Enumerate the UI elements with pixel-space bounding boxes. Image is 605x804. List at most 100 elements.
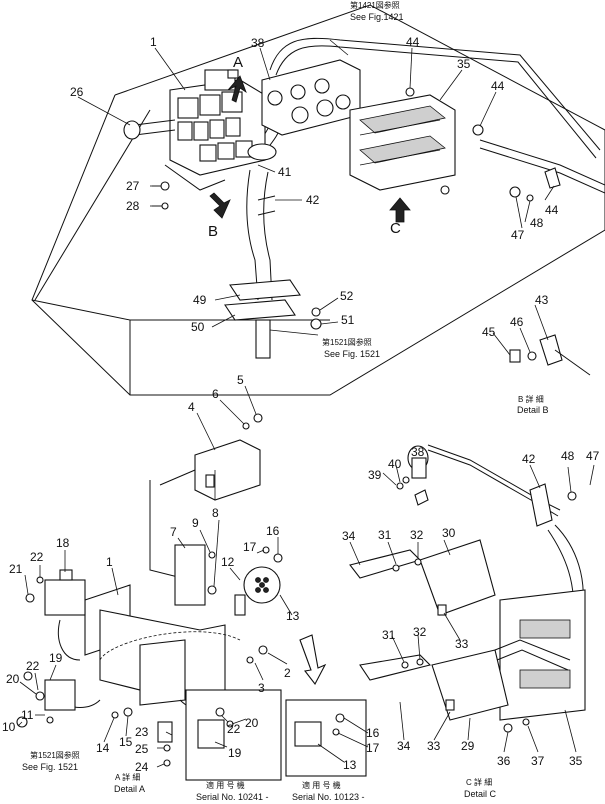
ref-fig1521-top-en: See Fig. 1521 <box>324 349 380 359</box>
callout-38: 38 <box>251 36 265 50</box>
serial-inset-2 <box>285 699 367 777</box>
callout-43: 43 <box>535 293 549 307</box>
callout-51: 51 <box>341 313 355 327</box>
callout-14: 14 <box>96 741 110 755</box>
callout-41: 41 <box>278 165 292 179</box>
callout-9: 9 <box>192 516 199 530</box>
detail-c-parts <box>349 444 586 733</box>
callout-2: 2 <box>284 666 291 680</box>
serial-2-en: Serial No. 10123 - <box>292 792 365 802</box>
callout-29: 29 <box>461 739 475 753</box>
ref-fig1521-left-en: See Fig. 1521 <box>22 762 78 772</box>
detail-c-en: Detail C <box>464 789 497 799</box>
callout-40: 40 <box>388 457 402 471</box>
callout-22: 22 <box>26 659 40 673</box>
callout-47: 47 <box>586 449 600 463</box>
relay-18 <box>25 569 86 616</box>
callout-38: 38 <box>411 445 425 459</box>
callout-37: 37 <box>531 754 545 768</box>
connector-23 <box>157 721 173 767</box>
hollow-arrow <box>299 634 327 686</box>
callout-24: 24 <box>135 760 149 774</box>
callout-4: 4 <box>188 400 195 414</box>
callout-25: 25 <box>135 742 149 756</box>
callout-11: 11 <box>21 708 34 722</box>
callout-27: 27 <box>126 179 140 193</box>
callout-42: 42 <box>306 193 320 207</box>
callout-19: 19 <box>49 651 63 665</box>
ref-fig1521-left-jp: 第1521図参照 <box>30 750 80 760</box>
bolts-14-15 <box>111 707 133 719</box>
cab-outline <box>31 4 605 396</box>
clamps-44 <box>405 87 561 202</box>
callout-33: 33 <box>455 637 469 651</box>
relay-block <box>123 69 266 191</box>
connector-block-35 <box>349 94 456 195</box>
bolts-51-52 <box>310 307 322 330</box>
callout-10: 10 <box>2 720 16 734</box>
relay-unit-38 <box>261 59 361 136</box>
detail-b-jp: B 詳 細 <box>518 394 544 404</box>
callout-18: 18 <box>56 536 70 550</box>
callout-34: 34 <box>397 739 411 753</box>
view-label-b: B <box>208 223 218 240</box>
detail-c-jp: C 詳 細 <box>466 777 492 787</box>
callout-48: 48 <box>561 449 575 463</box>
view-arrows <box>209 75 411 223</box>
detail-a-jp: A 詳 細 <box>115 772 140 782</box>
callout-33: 33 <box>427 739 441 753</box>
callout-22: 22 <box>227 722 241 736</box>
callout-12: 12 <box>221 555 235 569</box>
serial-1-jp: 適 用 号 機 <box>206 780 245 790</box>
callout-21: 21 <box>9 562 23 576</box>
callout-numbers: 1 26 38 44 35 44 27 28 41 42 44 48 47 49… <box>2 35 600 774</box>
callout-52: 52 <box>340 289 354 303</box>
ref-fig1421-jp: 第1421図参照 <box>350 0 400 10</box>
callout-32: 32 <box>410 528 424 542</box>
callout-13: 13 <box>343 758 357 772</box>
bracket-frame <box>84 469 226 706</box>
ref-fig1421-en: See Fig.1421 <box>350 12 404 22</box>
callout-39: 39 <box>368 468 382 482</box>
callout-35: 35 <box>457 57 471 71</box>
leader-lines <box>17 39 595 768</box>
callout-44: 44 <box>406 35 420 49</box>
callout-15: 15 <box>119 735 133 749</box>
callout-44: 44 <box>545 203 559 217</box>
callout-13: 13 <box>286 609 300 623</box>
grommet-tube <box>224 143 301 359</box>
callout-22: 22 <box>30 550 44 564</box>
serial-inset-1 <box>185 689 282 781</box>
callout-31: 31 <box>378 528 392 542</box>
serial-2-jp: 適 用 号 機 <box>302 780 341 790</box>
flasher-unit <box>234 546 283 616</box>
callout-16: 16 <box>266 524 280 538</box>
callout-20: 20 <box>6 672 20 686</box>
callout-1: 1 <box>106 555 113 569</box>
detail-a-en: Detail A <box>114 784 145 794</box>
callout-48: 48 <box>530 216 544 230</box>
callout-45: 45 <box>482 325 496 339</box>
callout-26: 26 <box>70 85 84 99</box>
ref-fig1521-top-jp: 第1521図参照 <box>322 337 372 347</box>
callout-49: 49 <box>193 293 207 307</box>
view-label-a: A <box>233 54 243 71</box>
callout-36: 36 <box>497 754 511 768</box>
callout-42: 42 <box>522 452 536 466</box>
callout-16: 16 <box>366 726 380 740</box>
callout-50: 50 <box>191 320 205 334</box>
relay-19 <box>16 671 76 728</box>
callout-8: 8 <box>212 506 219 520</box>
harness-tubes-top <box>254 37 605 194</box>
callout-7: 7 <box>170 525 177 539</box>
callout-23: 23 <box>135 725 149 739</box>
callout-3: 3 <box>258 681 265 695</box>
callout-35: 35 <box>569 754 583 768</box>
callout-31: 31 <box>382 628 396 642</box>
callout-28: 28 <box>126 199 140 213</box>
callout-6: 6 <box>212 387 219 401</box>
callout-34: 34 <box>342 529 356 543</box>
callout-17: 17 <box>366 741 380 755</box>
callout-32: 32 <box>413 625 427 639</box>
